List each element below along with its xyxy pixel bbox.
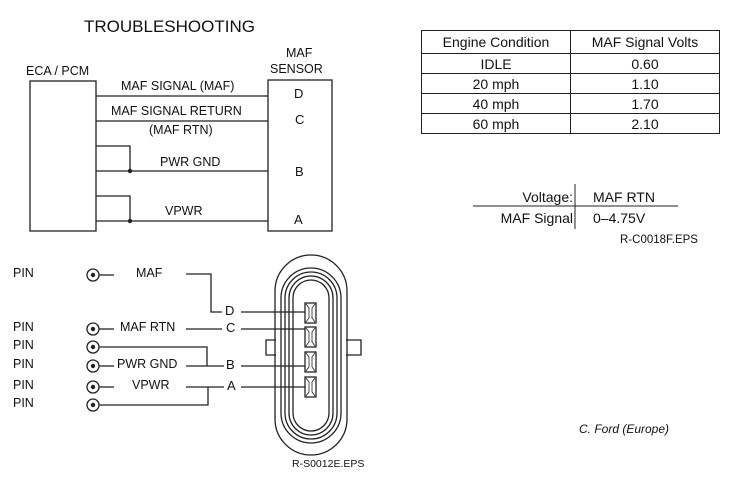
cell-condition: 40 mph bbox=[421, 93, 571, 114]
terminal-b: B bbox=[226, 357, 235, 372]
header-engine-condition: Engine Condition bbox=[421, 30, 571, 54]
lead-vpwr bbox=[99, 387, 209, 406]
table-row: 20 mph 1.10 bbox=[421, 73, 720, 94]
pin-dots bbox=[90, 272, 96, 408]
pin-label: PIN bbox=[13, 320, 34, 334]
pin-label: PIN bbox=[13, 378, 34, 392]
connector-label-maf: MAF bbox=[136, 266, 163, 280]
figure-id-bottom: R-S0012E.EPS bbox=[292, 458, 365, 470]
table-header-row: Engine Condition MAF Signal Volts bbox=[421, 30, 720, 54]
maf-signal-table: Engine Condition MAF Signal Volts IDLE 0… bbox=[421, 30, 720, 134]
voltage-label: MAF Signal bbox=[500, 209, 573, 226]
cell-volts: 2.10 bbox=[570, 113, 720, 134]
connector-label-maf-rtn: MAF RTN bbox=[120, 320, 176, 334]
lead-pwr-gnd bbox=[99, 346, 208, 366]
pin-label: PIN bbox=[13, 357, 34, 371]
sensor-pin-a: A bbox=[294, 212, 303, 227]
cell-condition: IDLE bbox=[421, 53, 571, 74]
sensor-pin-d: D bbox=[294, 86, 304, 101]
splice-dot-vpwr bbox=[127, 218, 133, 224]
wire-label-pwr-gnd: PWR GND bbox=[160, 155, 221, 169]
voltage-value: 0–4.75V bbox=[593, 209, 646, 226]
figure-id-top: R-C0018F.EPS bbox=[620, 234, 698, 246]
sensor-pin-c: C bbox=[295, 112, 305, 127]
pin-label: PIN bbox=[13, 396, 34, 410]
wire-vpwr-jumper bbox=[96, 195, 131, 221]
splice-dot-pwr-gnd bbox=[127, 168, 133, 174]
wire-label-maf: MAF SIGNAL (MAF) bbox=[121, 79, 235, 93]
cell-volts: 0.60 bbox=[570, 53, 720, 74]
sensor-pin-b: B bbox=[295, 164, 304, 179]
lead-maf bbox=[186, 273, 222, 313]
ecu-box bbox=[29, 80, 97, 232]
wire-label-maf-rtn: MAF SIGNAL RETURN bbox=[111, 104, 242, 118]
connector-label-vpwr: VPWR bbox=[132, 378, 170, 392]
table-row: 60 mph 2.10 bbox=[421, 113, 720, 134]
terminal-a: A bbox=[227, 378, 236, 393]
connector-label-pwr-gnd: PWR GND bbox=[117, 357, 178, 371]
voltage-row: MAF Signal 0–4.75V bbox=[473, 207, 655, 228]
connector-body bbox=[265, 254, 362, 456]
ecu-label: ECA / PCM bbox=[26, 64, 90, 78]
terminal-slots bbox=[304, 302, 317, 398]
wire-label-vpwr: VPWR bbox=[165, 204, 203, 218]
table-row: 40 mph 1.70 bbox=[421, 93, 720, 114]
pin-label: PIN bbox=[13, 266, 34, 280]
cell-condition: 60 mph bbox=[421, 113, 571, 134]
sensor-label-line2: SENSOR bbox=[270, 62, 323, 76]
header-maf-signal-volts: MAF Signal Volts bbox=[570, 30, 720, 54]
connector-tab-left bbox=[265, 339, 276, 356]
wire-pwr-gnd-jumper bbox=[96, 145, 131, 171]
diagram-title: TROUBLESHOOTING bbox=[84, 17, 255, 36]
connector-tab-right bbox=[346, 339, 362, 356]
cell-volts: 1.10 bbox=[570, 73, 720, 94]
wire-label-maf-rtn-2: (MAF RTN) bbox=[149, 123, 213, 137]
sensor-box bbox=[267, 79, 333, 232]
cell-volts: 1.70 bbox=[570, 93, 720, 114]
sensor-label-line1: MAF bbox=[286, 46, 313, 60]
voltage-table: Voltage: MAF RTN MAF Signal 0–4.75V bbox=[473, 186, 655, 228]
voltage-label: Voltage: bbox=[522, 188, 573, 205]
pin-label: PIN bbox=[13, 338, 34, 352]
table-row: IDLE 0.60 bbox=[421, 53, 720, 74]
pin-circles bbox=[86, 268, 100, 412]
voltage-row: Voltage: MAF RTN bbox=[473, 186, 655, 207]
terminal-d: D bbox=[225, 303, 235, 318]
credit-text: C. Ford (Europe) bbox=[579, 422, 670, 436]
terminal-c: C bbox=[226, 320, 236, 335]
cell-condition: 20 mph bbox=[421, 73, 571, 94]
voltage-value: MAF RTN bbox=[593, 188, 655, 205]
